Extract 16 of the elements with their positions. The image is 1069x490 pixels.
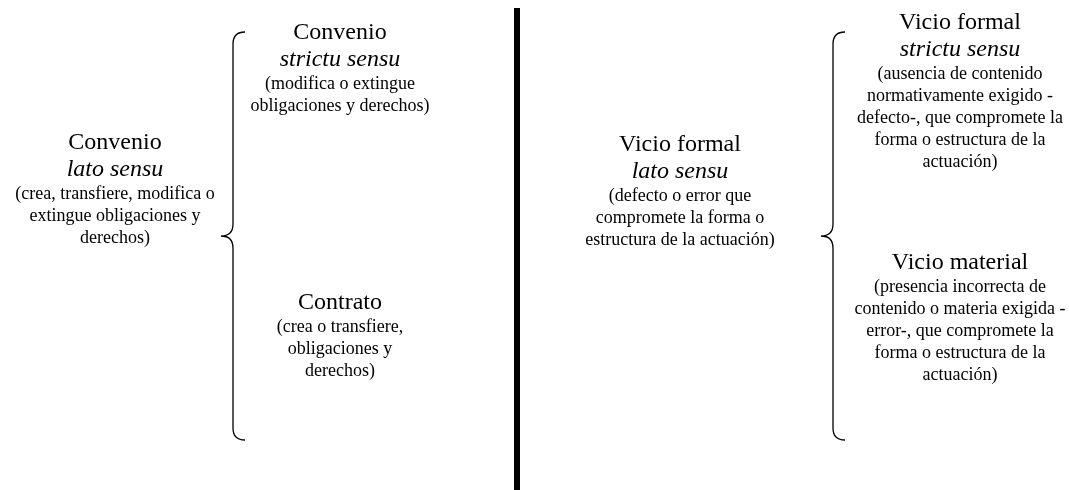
description: (crea o transfiere, obligaciones y derechos) [275, 315, 405, 381]
description: (ausencia de contenido normativamente exigido -defecto-, que compromete la forma o estructura de la actuación) [856, 62, 1064, 172]
description: (crea, transfiere, modifica o extingue obligaciones y derechos) [14, 182, 216, 248]
heading: Vicio material [891, 248, 1029, 275]
heading: Vicio formal [619, 130, 741, 157]
subheading: strictu sensu [899, 35, 1021, 62]
heading: Vicio formal [899, 8, 1021, 35]
description: (modifica o extingue obligaciones y derechos) [249, 72, 431, 116]
subheading: lato sensu [66, 155, 164, 182]
heading: Convenio [293, 18, 387, 45]
description: (presencia incorrecta de contenido o materia exigida -error-, que compromete la forma o estructura de la actuación) [853, 275, 1067, 385]
heading: Convenio [68, 128, 162, 155]
description: (defecto o error que compromete la forma o estructura de la actuación) [584, 184, 776, 250]
subheading: strictu sensu [279, 45, 401, 72]
heading: Contrato [298, 288, 382, 315]
subheading: lato sensu [631, 157, 729, 184]
